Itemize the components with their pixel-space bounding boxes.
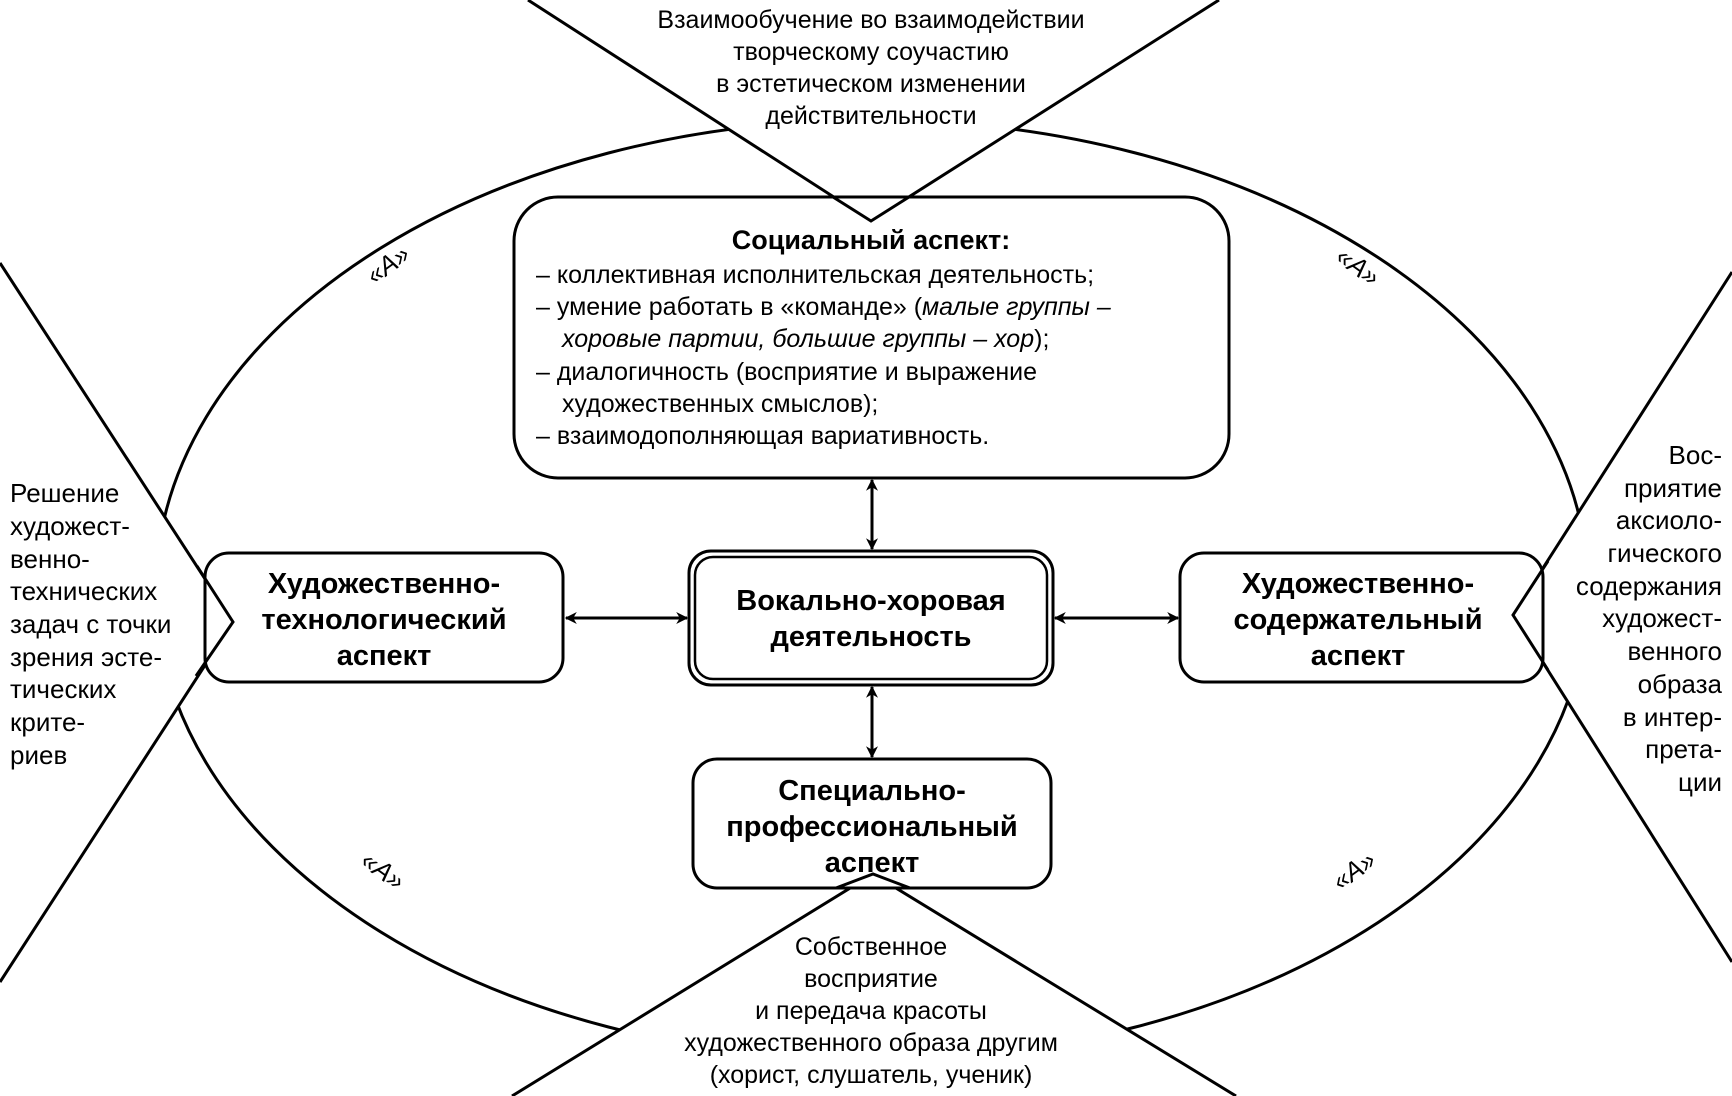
right-box-line: аспект bbox=[1311, 640, 1406, 672]
right-text-line: в интер- bbox=[1623, 702, 1722, 732]
artistic-content-aspect-text: Художественно- содержательный аспект bbox=[1233, 568, 1482, 672]
right-text-line: гического bbox=[1607, 538, 1722, 568]
social-aspect-item: художественных смыслов); bbox=[562, 390, 878, 418]
center-box-line: Вокально-хоровая bbox=[736, 585, 1005, 617]
left-text: Решение художест- венно- технических зад… bbox=[10, 478, 171, 770]
left-text-line: риев bbox=[10, 740, 67, 770]
left-text-line: технических bbox=[10, 576, 157, 606]
social-aspect-item: – диалогичность (восприятие и выражение bbox=[536, 358, 1037, 386]
left-chevron-tip bbox=[194, 565, 235, 677]
right-text-line: художест- bbox=[1602, 603, 1722, 633]
left-text-line: крите- bbox=[10, 707, 85, 737]
top-text-line: творческому соучастию bbox=[733, 38, 1009, 66]
special-professional-aspect-text: Специально- профессиональный аспект bbox=[726, 775, 1018, 879]
social-aspect-item-italic: малые группы – bbox=[922, 293, 1112, 321]
right-text-line: венного bbox=[1627, 636, 1722, 666]
right-text-line: аксиоло- bbox=[1616, 505, 1722, 535]
social-aspect-item: – коллективная исполнительская деятельно… bbox=[536, 261, 1094, 289]
special-professional-aspect-box bbox=[691, 757, 1053, 890]
artistic-technological-aspect-box bbox=[203, 551, 565, 684]
a-label-bottom-right: «А» bbox=[1326, 845, 1381, 896]
right-text-line: образа bbox=[1638, 669, 1723, 699]
left-text-line: венно- bbox=[10, 544, 90, 574]
right-chevron bbox=[1513, 272, 1732, 962]
left-chevron bbox=[0, 263, 233, 982]
bottom-text-line: восприятие bbox=[804, 965, 938, 993]
social-aspect-item: хоровые партии, большие группы – хор); bbox=[561, 325, 1049, 353]
top-chevron bbox=[528, 0, 1219, 221]
social-aspect-item-italic: хоровые партии, большие группы – хор bbox=[561, 325, 1034, 353]
social-aspect-title: Социальный аспект: bbox=[732, 225, 1011, 255]
bottom-chevron-tip bbox=[835, 872, 911, 890]
social-aspect-box bbox=[512, 195, 1231, 480]
right-chevron-tip bbox=[1511, 560, 1550, 671]
right-text-line: ции bbox=[1678, 767, 1722, 797]
bottom-box-line: Специально- bbox=[778, 775, 966, 807]
social-aspect-item: – умение работать в «команде» (малые гру… bbox=[536, 293, 1112, 321]
right-text-line: прета- bbox=[1645, 734, 1722, 764]
top-text-line: действительности bbox=[765, 102, 976, 130]
top-text-line: в эстетическом изменении bbox=[716, 70, 1026, 98]
left-box-line: аспект bbox=[337, 640, 432, 672]
right-text-line: содержания bbox=[1576, 571, 1722, 601]
social-aspect-text: Социальный аспект: – коллективная исполн… bbox=[536, 225, 1112, 450]
right-box-line: Художественно- bbox=[1242, 568, 1474, 600]
a-label-top-right: «А» bbox=[1331, 241, 1386, 292]
a-label-top-left: «А» bbox=[360, 239, 415, 290]
left-text-line: задач с точки bbox=[10, 609, 171, 639]
social-aspect-item-part: ); bbox=[1034, 325, 1049, 353]
bottom-box-line: профессиональный bbox=[726, 811, 1018, 843]
center-box-line: деятельность bbox=[770, 621, 971, 653]
right-text-line: Вос- bbox=[1669, 440, 1722, 470]
left-box-line: Художественно- bbox=[268, 568, 500, 600]
bottom-text-line: и передача красоты bbox=[755, 997, 987, 1025]
left-text-line: художест- bbox=[10, 511, 130, 541]
vocal-choral-activity-box-inner bbox=[693, 555, 1049, 681]
bottom-text-line: художественного образа другим bbox=[684, 1029, 1058, 1057]
bottom-chevron bbox=[512, 874, 1236, 1096]
bottom-text-line: Собственное bbox=[795, 933, 947, 961]
social-aspect-item: – взаимодополняющая вариативность. bbox=[536, 422, 989, 450]
bottom-box-line: аспект bbox=[825, 847, 920, 879]
top-chevron-tip bbox=[832, 195, 910, 223]
top-text: Взаимообучение во взаимодействии творчес… bbox=[657, 6, 1084, 130]
left-box-line: технологический bbox=[261, 604, 506, 636]
left-text-line: тических bbox=[10, 674, 116, 704]
bottom-text: Собственное восприятие и передача красот… bbox=[684, 933, 1058, 1089]
a-label-bottom-left: «А» bbox=[356, 845, 411, 896]
artistic-content-aspect-box bbox=[1178, 551, 1545, 684]
artistic-technological-aspect-text: Художественно- технологический аспект bbox=[261, 568, 506, 672]
right-text-line: приятие bbox=[1624, 473, 1722, 503]
left-text-line: зрения эсте- bbox=[10, 642, 162, 672]
left-text-line: Решение bbox=[10, 478, 119, 508]
right-text: Вос- приятие аксиоло- гического содержан… bbox=[1576, 440, 1723, 797]
bottom-text-line: (хорист, слушатель, ученик) bbox=[710, 1061, 1033, 1089]
top-text-line: Взаимообучение во взаимодействии bbox=[657, 6, 1084, 34]
right-box-line: содержательный bbox=[1233, 604, 1482, 636]
vocal-choral-activity-box-outer bbox=[687, 549, 1055, 687]
vocal-choral-activity-text: Вокально-хоровая деятельность bbox=[736, 585, 1005, 653]
social-aspect-item-part: – умение работать в «команде» ( bbox=[536, 293, 923, 321]
